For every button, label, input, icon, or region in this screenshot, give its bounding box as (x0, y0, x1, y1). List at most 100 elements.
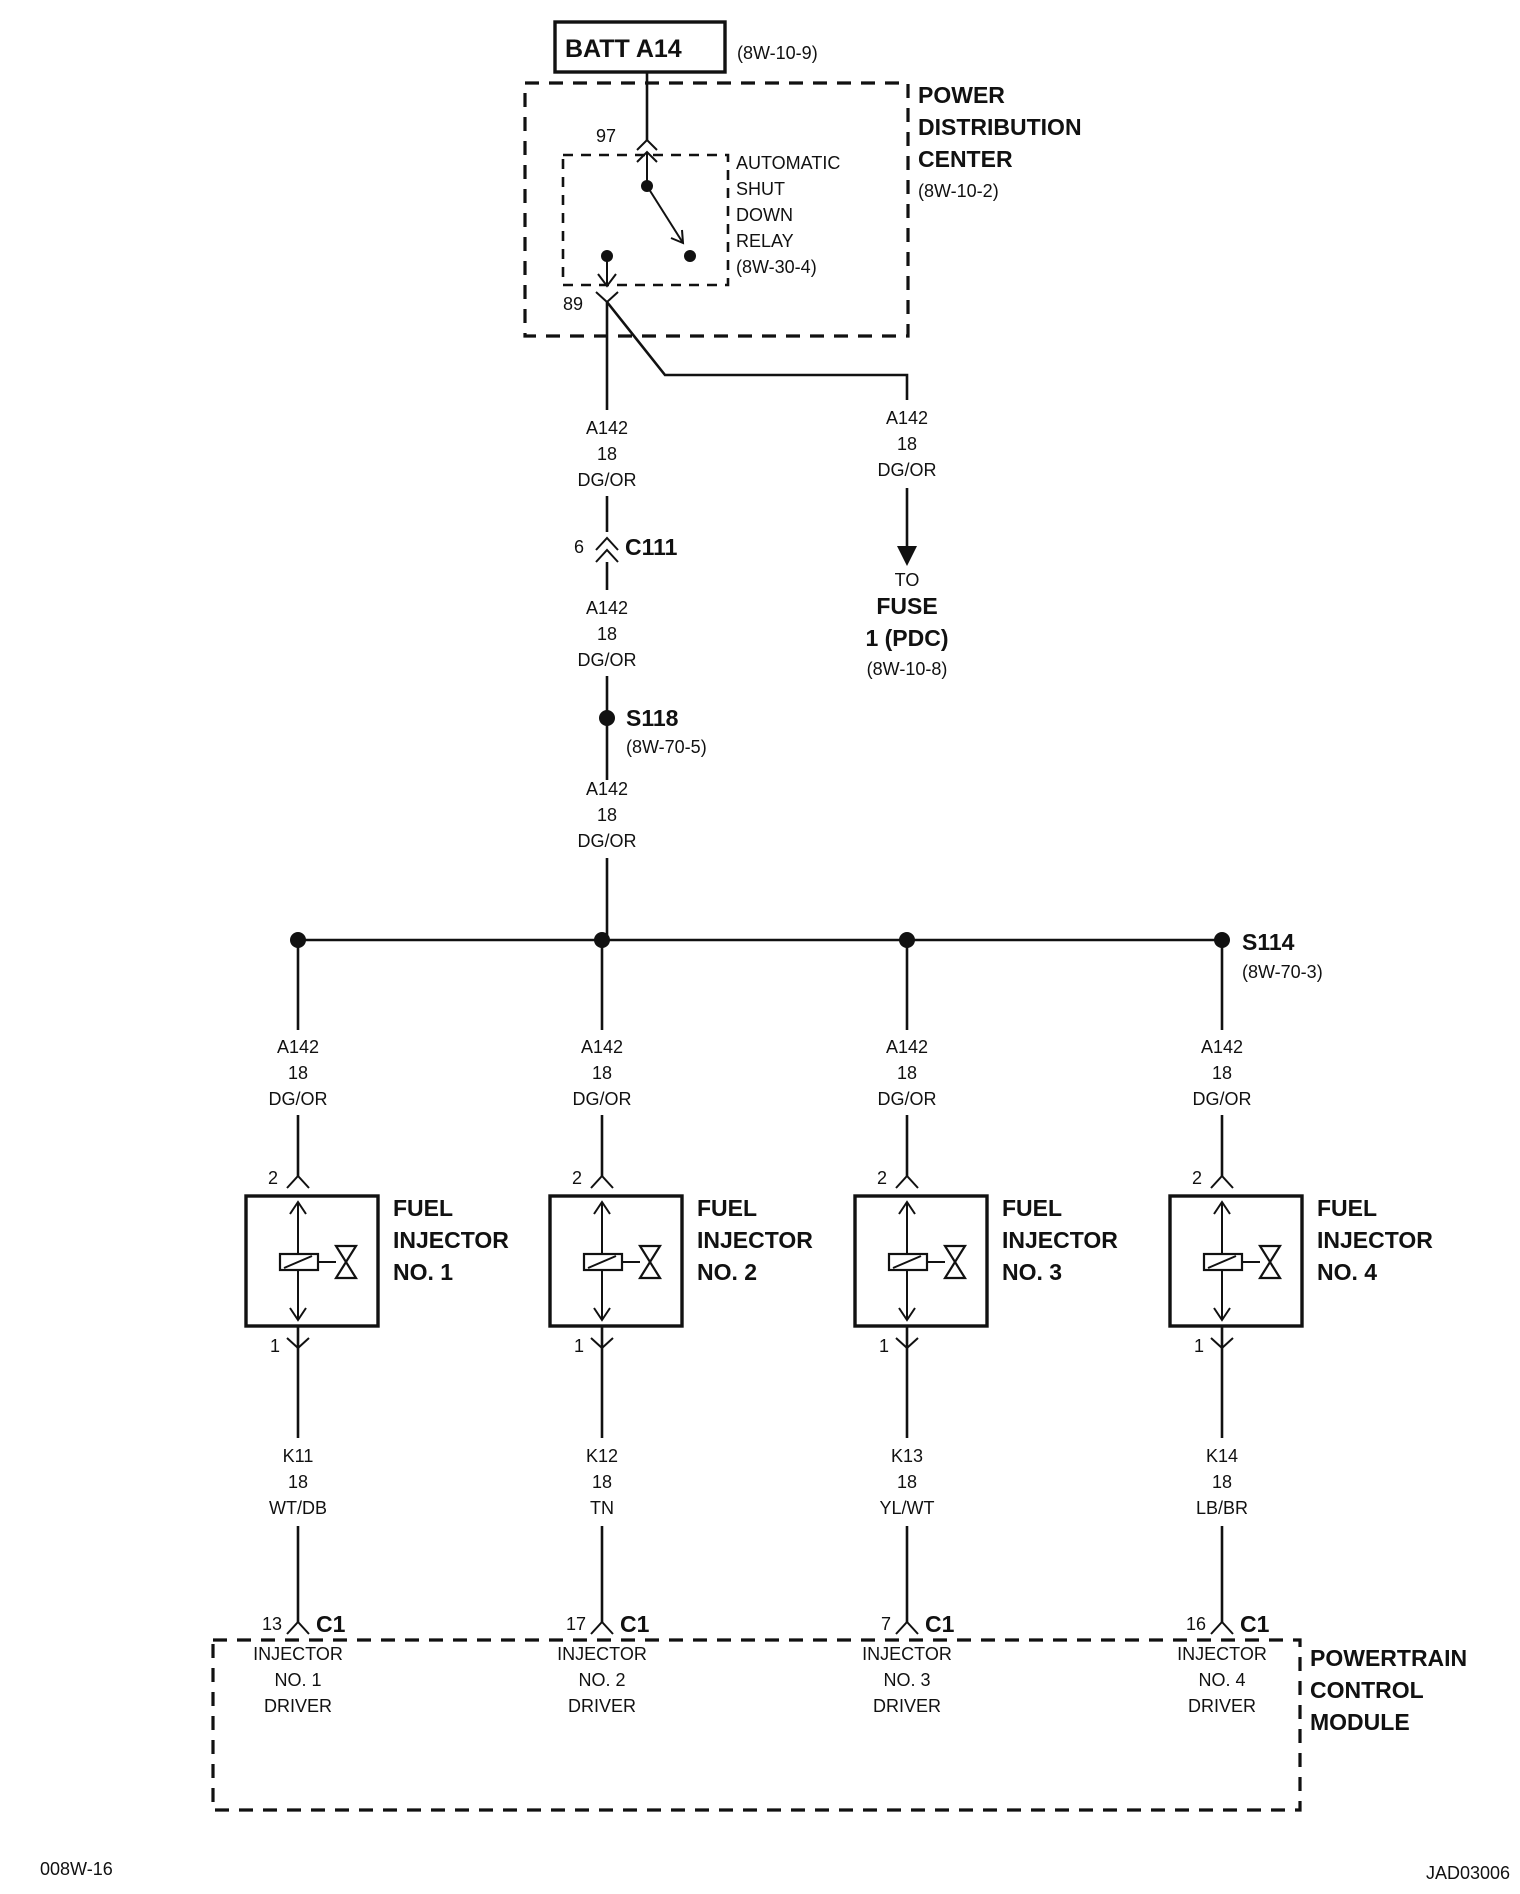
injector-4-pin-bottom: 1 (1194, 1336, 1204, 1356)
injector-2-label-2: INJECTOR (697, 1227, 813, 1253)
injector-4-out-circuit: K14 (1206, 1446, 1238, 1466)
injector-1-in-circuit: A142 (277, 1037, 319, 1057)
injector-4-out-gauge: 18 (1212, 1472, 1232, 1492)
driver-3-label-3: DRIVER (873, 1696, 941, 1716)
wire-label-2-color: DG/OR (577, 650, 636, 670)
injector-2-out-gauge: 18 (592, 1472, 612, 1492)
driver-3-label-2: NO. 3 (883, 1670, 930, 1690)
injector-3-label-2: INJECTOR (1002, 1227, 1118, 1253)
injector-3-valve-icon (943, 1244, 967, 1280)
injector-3-in-circuit: A142 (886, 1037, 928, 1057)
injector-3-pin-bottom: 1 (879, 1336, 889, 1356)
s114-name: S114 (1242, 929, 1295, 955)
injector-3-in-gauge: 18 (897, 1063, 917, 1083)
wire-label-1-color: DG/OR (577, 470, 636, 490)
pdc-ref: (8W-10-2) (918, 181, 999, 201)
c111-connector (595, 536, 619, 563)
injector-2-label-1: FUEL (697, 1195, 757, 1221)
injector-4-in-color: DG/OR (1192, 1089, 1251, 1109)
pcm-connector-2 (590, 1620, 614, 1635)
injector-4-in-circuit: A142 (1201, 1037, 1243, 1057)
injector-2-pin-bottom: 1 (574, 1336, 584, 1356)
driver-2-label-1: INJECTOR (557, 1644, 647, 1664)
injector-4-pin-top: 2 (1192, 1168, 1202, 1188)
injector-1-in-gauge: 18 (288, 1063, 308, 1083)
asd-output-arrow (597, 273, 617, 288)
wire-label-3-gauge: 18 (597, 805, 617, 825)
pcm-conn-2: C1 (620, 1611, 650, 1637)
pcm-outline (211, 1638, 1302, 1812)
wire-label-2-gauge: 18 (597, 624, 617, 644)
fuse-pdc: 1 (PDC) (865, 625, 948, 651)
battery-block: BATT A14 (8W-10-9) (553, 20, 818, 74)
pcm-pin-2: 17 (566, 1614, 586, 1634)
driver-1-label-2: NO. 1 (274, 1670, 321, 1690)
s118-ref: (8W-70-5) (626, 737, 707, 757)
asd-relay-label-3: DOWN (736, 205, 793, 225)
injector-1-pin-bottom: 1 (270, 1336, 280, 1356)
pdc-outline (523, 81, 910, 338)
pcm-title-1: POWERTRAIN (1310, 1645, 1467, 1671)
pcm-title-3: MODULE (1310, 1709, 1410, 1735)
s118-name: S118 (626, 705, 679, 731)
injector-4-label-1: FUEL (1317, 1195, 1377, 1221)
injector-1-label-3: NO. 1 (393, 1259, 453, 1285)
injector-3-out-gauge: 18 (897, 1472, 917, 1492)
injector-1-out-gauge: 18 (288, 1472, 308, 1492)
injector-3-out-circuit: K13 (891, 1446, 923, 1466)
pcm-connector-1 (286, 1620, 310, 1635)
pcm-connector-4 (1210, 1620, 1234, 1635)
fuse-wire-gauge: 18 (897, 434, 917, 454)
driver-4-label-3: DRIVER (1188, 1696, 1256, 1716)
asd-relay-ref: (8W-30-4) (736, 257, 817, 277)
injector-4-in-gauge: 18 (1212, 1063, 1232, 1083)
injector-1-out-circuit: K11 (283, 1446, 314, 1466)
wire-label-1-gauge: 18 (597, 444, 617, 464)
injector-2-in-gauge: 18 (592, 1063, 612, 1083)
injector-2-in-circuit: A142 (581, 1037, 623, 1057)
driver-3-label-1: INJECTOR (862, 1644, 952, 1664)
injector-2-out-circuit: K12 (586, 1446, 618, 1466)
s114-ref: (8W-70-3) (1242, 962, 1323, 982)
fuse-branch-wire (605, 301, 909, 400)
injector-1-in-color: DG/OR (268, 1089, 327, 1109)
asd-relay-outline (561, 153, 730, 287)
asd-relay-label-4: RELAY (736, 231, 794, 251)
fuse-to: TO (895, 570, 920, 590)
c111-pin: 6 (574, 537, 584, 557)
battery-ref: (8W-10-9) (737, 43, 818, 63)
pcm-conn-4: C1 (1240, 1611, 1270, 1637)
injector-3-top-connector (895, 1174, 919, 1189)
injector-2-pin-top: 2 (572, 1168, 582, 1188)
injector-4-out-color: LB/BR (1196, 1498, 1248, 1518)
injector-2-top-connector (590, 1174, 614, 1189)
pdc-title-1: POWER (918, 82, 1005, 108)
wire-label-1-circuit: A142 (586, 418, 628, 438)
battery-label: BATT A14 (565, 35, 682, 63)
fuse-ref: (8W-10-8) (867, 659, 948, 679)
c111-name: C111 (625, 534, 678, 560)
asd-pin-97: 97 (596, 126, 616, 146)
injector-4-valve-icon (1258, 1244, 1282, 1280)
injector-2-label-3: NO. 2 (697, 1259, 757, 1285)
asd-contact-arm (646, 185, 684, 244)
injector-3-in-color: DG/OR (877, 1089, 936, 1109)
asd-contact-arrow (670, 229, 685, 245)
wire-label-2-circuit: A142 (586, 598, 628, 618)
driver-2-label-3: DRIVER (568, 1696, 636, 1716)
driver-2-label-2: NO. 2 (578, 1670, 625, 1690)
injector-4-top-connector (1210, 1174, 1234, 1189)
pcm-conn-1: C1 (316, 1611, 346, 1637)
pcm-conn-3: C1 (925, 1611, 955, 1637)
driver-1-label-1: INJECTOR (253, 1644, 343, 1664)
pcm-pin-4: 16 (1186, 1614, 1206, 1634)
injector-2-box (548, 1194, 684, 1328)
injector-2-in-color: DG/OR (572, 1089, 631, 1109)
injector-1-label-1: FUEL (393, 1195, 453, 1221)
pcm-connector-3 (895, 1620, 919, 1635)
